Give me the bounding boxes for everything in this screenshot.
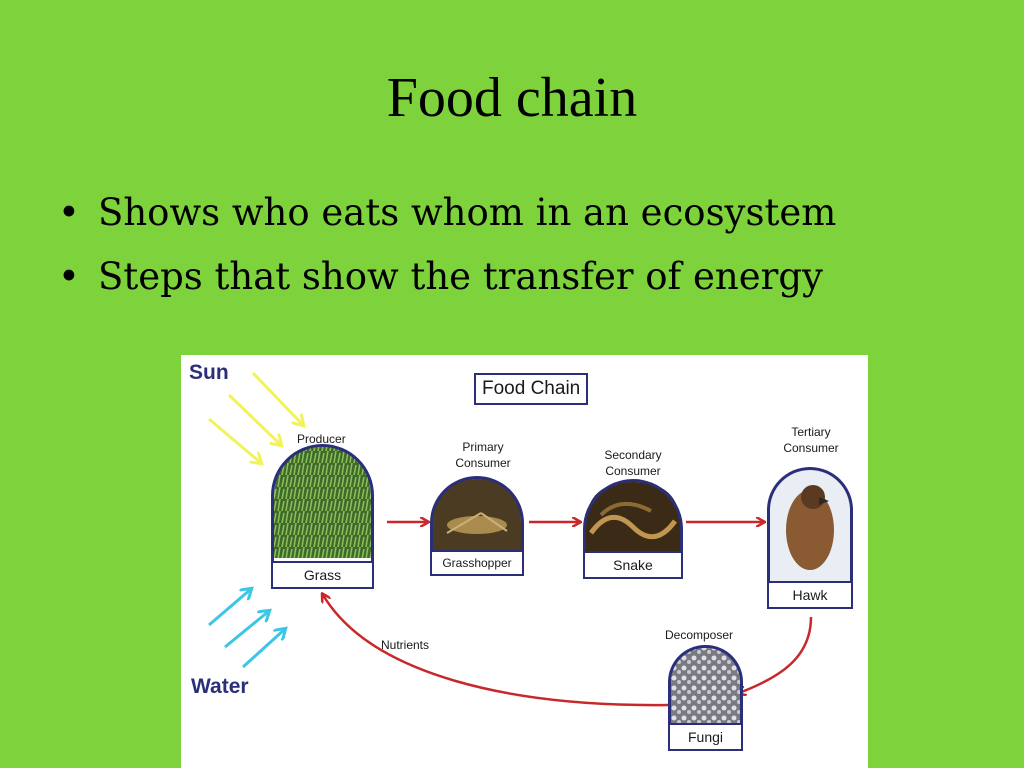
- bullet-dot: •: [58, 191, 80, 234]
- bullet-list: • Shows who eats whom in an ecosystem • St…: [58, 186, 836, 314]
- producer-frame: [271, 444, 374, 562]
- primary-role-line1: Primary: [462, 440, 504, 454]
- secondary-role-label: Secondary Consumer: [595, 447, 671, 479]
- sun-label: Sun: [189, 361, 229, 384]
- decomposer-role-label: Decomposer: [665, 628, 734, 642]
- tertiary-role-line2: Consumer: [783, 441, 839, 455]
- slide-title: Food chain: [386, 67, 638, 129]
- primary-role-label: Primary Consumer: [443, 439, 523, 471]
- bullet-dot: •: [58, 255, 80, 298]
- bullet-item: • Shows who eats whom in an ecosystem: [58, 186, 836, 250]
- secondary-frame: [583, 479, 683, 557]
- tertiary-name-box: Hawk: [767, 581, 853, 609]
- bullet-text: Steps that show the transfer of energy: [98, 255, 823, 298]
- secondary-role-line2: Consumer: [605, 464, 661, 478]
- bullet-item: • Steps that show the transfer of energy: [58, 250, 836, 314]
- water-label: Water: [191, 675, 249, 698]
- decomposer-frame: [668, 645, 743, 729]
- producer-name-box: Grass: [271, 561, 374, 589]
- producer-role-label: Producer: [297, 432, 346, 446]
- tertiary-role-label: Tertiary Consumer: [773, 424, 849, 456]
- tertiary-frame: [767, 467, 853, 585]
- water-rays-icon: [208, 589, 285, 669]
- bullet-text: Shows who eats whom in an ecosystem: [98, 191, 837, 234]
- tertiary-role-line1: Tertiary: [791, 425, 831, 439]
- sun-rays-icon: [208, 371, 303, 463]
- secondary-role-line1: Secondary: [604, 448, 662, 462]
- diagram-title: Food Chain: [474, 373, 589, 405]
- nutrients-label: Nutrients: [381, 638, 430, 652]
- food-chain-diagram: Sun Water Food Chain Nutrients Producer …: [181, 355, 868, 768]
- secondary-name-box: Snake: [583, 551, 683, 579]
- primary-name-box: Grasshopper: [430, 550, 524, 576]
- decomposer-name-box: Fungi: [668, 723, 743, 751]
- primary-role-line2: Consumer: [455, 456, 511, 470]
- primary-frame: [430, 476, 524, 556]
